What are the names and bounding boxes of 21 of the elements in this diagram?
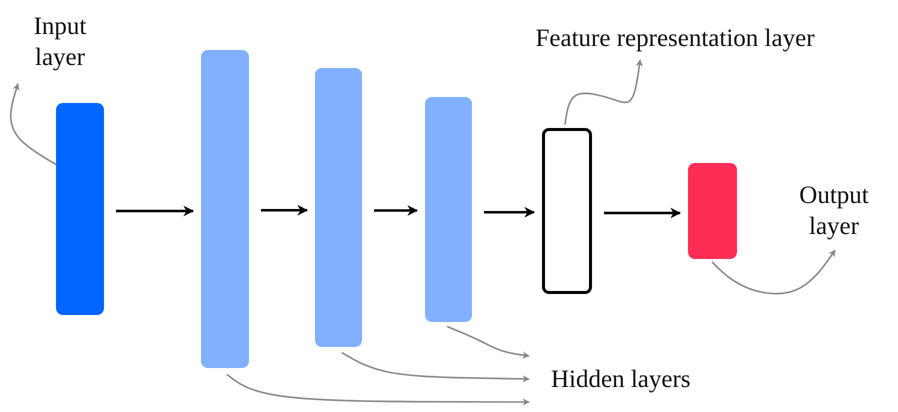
leader-line	[446, 326, 530, 359]
arrow	[604, 208, 682, 218]
layer-label: Input layer	[10, 4, 110, 80]
layer-bar	[542, 128, 592, 294]
layer-bar	[201, 50, 249, 368]
arrow	[374, 205, 418, 216]
layer-bar	[56, 103, 104, 315]
leader-line	[564, 59, 643, 125]
leader-line	[711, 250, 836, 294]
leader-line	[10, 83, 56, 166]
arrow	[116, 206, 194, 216]
arrow	[484, 206, 536, 218]
layer-label: Hidden layers	[529, 356, 759, 402]
layer-bar	[425, 97, 472, 322]
layer-label: Output layer	[778, 174, 890, 248]
layer-label: Feature representation layer	[465, 18, 885, 58]
layer-bar	[688, 163, 737, 259]
leader-line	[341, 352, 530, 382]
leader-line	[226, 374, 530, 406]
layer-bar	[315, 68, 362, 347]
arrow	[261, 204, 308, 216]
